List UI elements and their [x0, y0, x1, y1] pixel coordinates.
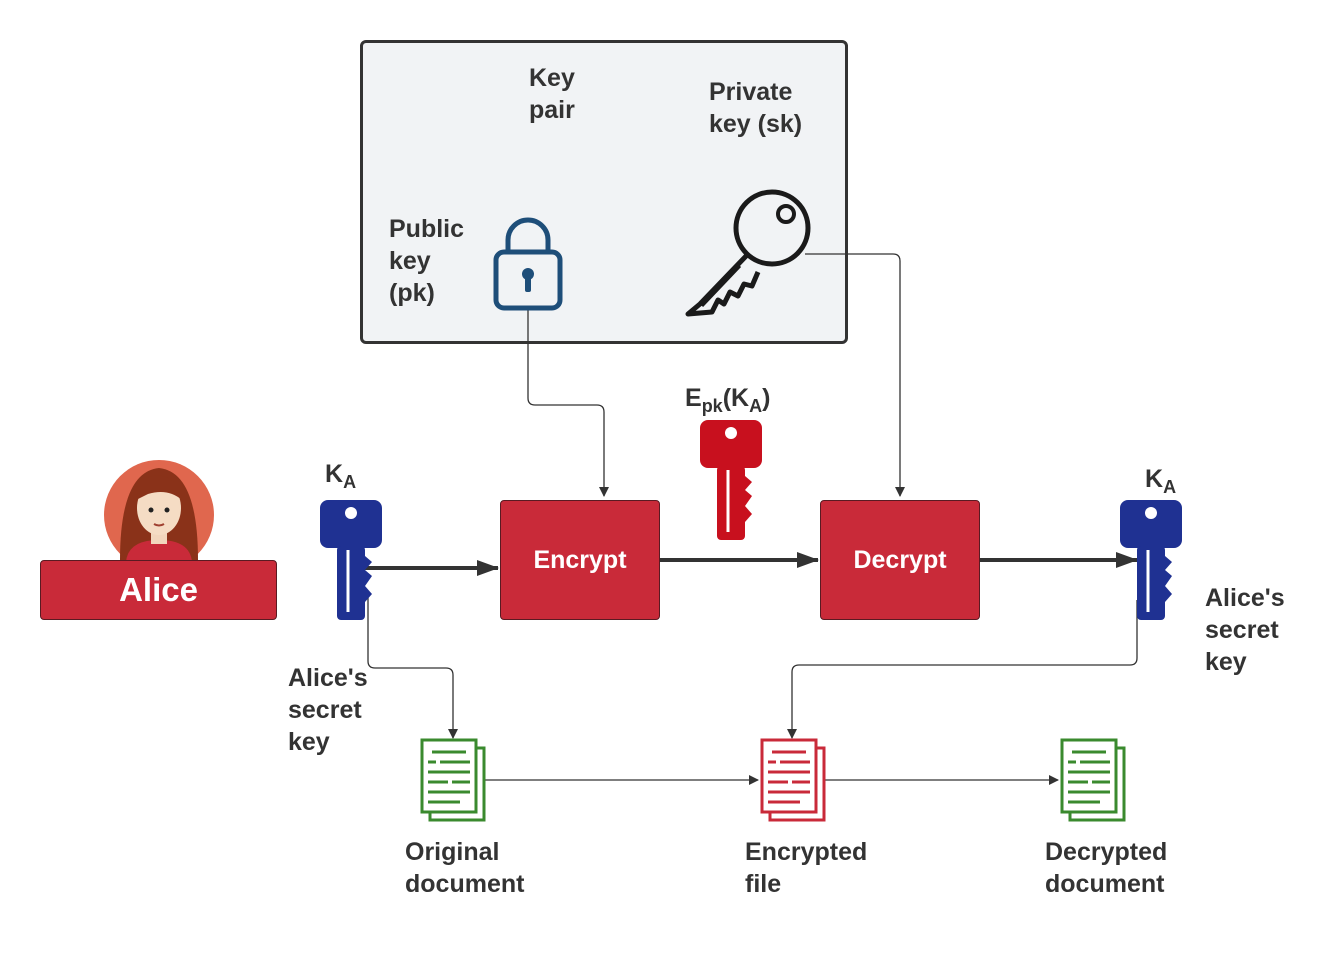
secret-key-left-icon — [320, 500, 382, 620]
connector-sk-decrypt — [805, 253, 905, 497]
decrypt-label: Decrypt — [853, 545, 947, 574]
connector-ka-original — [367, 595, 458, 739]
lock-icon — [493, 217, 563, 311]
decrypted-document-icon — [1060, 738, 1126, 822]
encrypted-key-icon — [700, 420, 762, 540]
secret-key-right-icon — [1120, 500, 1182, 620]
secret-key-label-left: Alice's secret key — [288, 664, 368, 756]
encrypted-key-label: Epk(KA) — [685, 384, 771, 416]
original-document-icon — [420, 738, 486, 822]
public-key-label: Public key (pk) — [389, 215, 465, 307]
key-icon — [685, 189, 811, 317]
connector-pk-encrypt — [527, 310, 609, 497]
decrypt-box: Decrypt — [820, 500, 980, 620]
encrypted-file-icon — [760, 738, 826, 822]
encrypt-label: Encrypt — [533, 545, 627, 574]
alice-name: Alice — [119, 571, 198, 608]
decrypted-document-label: Decrypted document — [1045, 838, 1168, 898]
key-pair-title: Key pair — [529, 64, 575, 124]
secret-key-label-right: Alice's secret key — [1205, 584, 1285, 676]
encrypt-box: Encrypt — [500, 500, 660, 620]
original-document-label: Original document — [405, 838, 525, 898]
private-key-label: Private key (sk) — [709, 78, 803, 138]
encrypted-file-label: Encrypted file — [745, 838, 868, 898]
key-label-right: KA — [1145, 465, 1177, 497]
avatar-icon — [104, 460, 214, 570]
key-label-left: KA — [325, 460, 357, 492]
connector-ka-encrypted — [787, 600, 1138, 739]
alice-name-plate: Alice — [40, 560, 277, 620]
